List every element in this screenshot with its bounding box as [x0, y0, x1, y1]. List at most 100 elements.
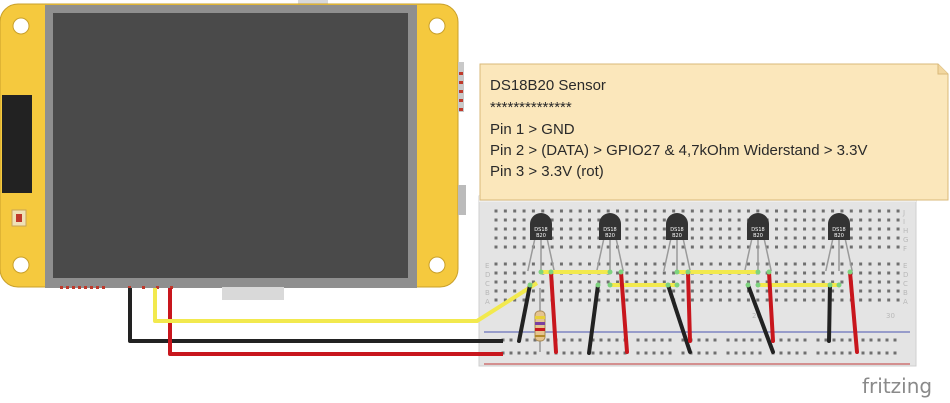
rail-hole — [607, 338, 611, 342]
rail-hole — [795, 351, 799, 355]
fritzing-logo: fritzing — [862, 374, 932, 398]
bb-hole — [728, 280, 732, 284]
sensor-label-bottom: B20 — [834, 233, 844, 239]
ds18b20-sensor: DS18B20 — [596, 213, 624, 272]
bb-hole — [887, 218, 891, 222]
vcc-jumper-wire — [848, 270, 859, 354]
sensor-leg — [615, 237, 624, 272]
bb-hole — [513, 227, 517, 231]
bb-hole — [737, 236, 741, 240]
bb-hole — [709, 262, 713, 266]
bb-hole — [896, 245, 900, 249]
bb-hole — [709, 227, 713, 231]
note-line-pin1: Pin 1 > GND — [490, 121, 575, 138]
header-pin — [156, 286, 159, 289]
bb-hole — [718, 236, 722, 240]
bb-hole — [877, 245, 881, 249]
wire-end — [745, 282, 751, 288]
bb-hole — [662, 262, 666, 266]
bb-hole — [653, 245, 657, 249]
bb-hole — [775, 271, 778, 275]
sensor-label-top: DS18 — [751, 227, 764, 233]
row-letters-left: E D C B A — [485, 262, 490, 306]
bb-hole — [578, 289, 582, 293]
bb-hole — [616, 209, 620, 213]
bb-hole — [625, 289, 629, 293]
bb-hole — [559, 298, 563, 302]
bb-hole — [578, 227, 582, 231]
bb-hole — [728, 245, 732, 249]
bb-hole — [541, 209, 545, 213]
bb-hole — [793, 271, 797, 275]
wire-end — [847, 269, 853, 275]
bb-hole — [709, 209, 713, 213]
bb-hole — [700, 298, 704, 302]
bb-hole — [775, 236, 778, 240]
bb-hole — [672, 280, 676, 284]
row-letter: E — [485, 262, 489, 270]
rail-hole — [509, 351, 513, 355]
rail-hole — [660, 351, 664, 355]
sensor-label-bottom: B20 — [753, 233, 763, 239]
bb-hole — [597, 218, 601, 222]
rail-hole — [869, 338, 873, 342]
bb-hole — [840, 298, 844, 302]
bb-hole — [700, 209, 704, 213]
bb-hole — [746, 262, 750, 266]
bb-hole — [728, 298, 732, 302]
ds18b20-sensor: DS18B20 — [527, 213, 555, 272]
rail-hole — [623, 351, 627, 355]
note-line-pin2: Pin 2 > (DATA) > GPIO27 & 4,7kOhm Widers… — [490, 142, 868, 159]
bb-hole — [578, 218, 582, 222]
rail-hole — [758, 351, 762, 355]
rail-hole — [742, 338, 746, 342]
bb-hole — [700, 262, 704, 266]
rail-hole — [787, 338, 791, 342]
rail-hole — [591, 351, 595, 355]
bb-hole — [644, 209, 648, 213]
bb-hole — [541, 298, 545, 302]
ds18b20-sensor: DS18B20 — [663, 213, 691, 272]
bb-hole — [569, 262, 573, 266]
bb-hole — [588, 209, 591, 213]
bb-hole — [588, 218, 591, 222]
bb-hole — [831, 289, 835, 293]
gnd-wire — [128, 288, 503, 343]
note-line-separator: ************** — [490, 99, 572, 116]
bb-hole — [812, 236, 816, 240]
bb-hole — [559, 289, 563, 293]
rail-hole — [726, 338, 730, 342]
gnd-jumper-wire — [827, 283, 832, 343]
bb-hole — [541, 280, 545, 284]
bb-hole — [644, 262, 648, 266]
bb-hole — [616, 280, 620, 284]
bb-hole — [531, 289, 535, 293]
bb-hole — [494, 280, 498, 284]
bb-hole — [681, 262, 685, 266]
bb-hole — [756, 280, 760, 284]
bb-hole — [793, 209, 797, 213]
bb-hole — [896, 289, 900, 293]
bb-hole — [840, 280, 844, 284]
bb-hole — [503, 245, 507, 249]
rail-hole — [533, 351, 537, 355]
bb-hole — [756, 289, 760, 293]
rail-hole — [758, 338, 762, 342]
header-pin — [102, 286, 105, 289]
bb-hole — [616, 289, 620, 293]
bb-hole — [616, 271, 620, 275]
bb-hole — [887, 280, 891, 284]
display-header-pins — [60, 72, 463, 289]
header-pin — [459, 81, 463, 84]
header-pin — [60, 286, 63, 289]
bb-hole — [812, 245, 816, 249]
bb-hole — [831, 298, 835, 302]
bb-hole — [737, 298, 741, 302]
bb-hole — [859, 280, 863, 284]
bb-hole — [569, 227, 573, 231]
row-letter: A — [485, 298, 490, 306]
bb-hole — [690, 289, 694, 293]
bb-hole — [840, 209, 844, 213]
bb-hole — [569, 209, 573, 213]
bb-hole — [522, 209, 526, 213]
